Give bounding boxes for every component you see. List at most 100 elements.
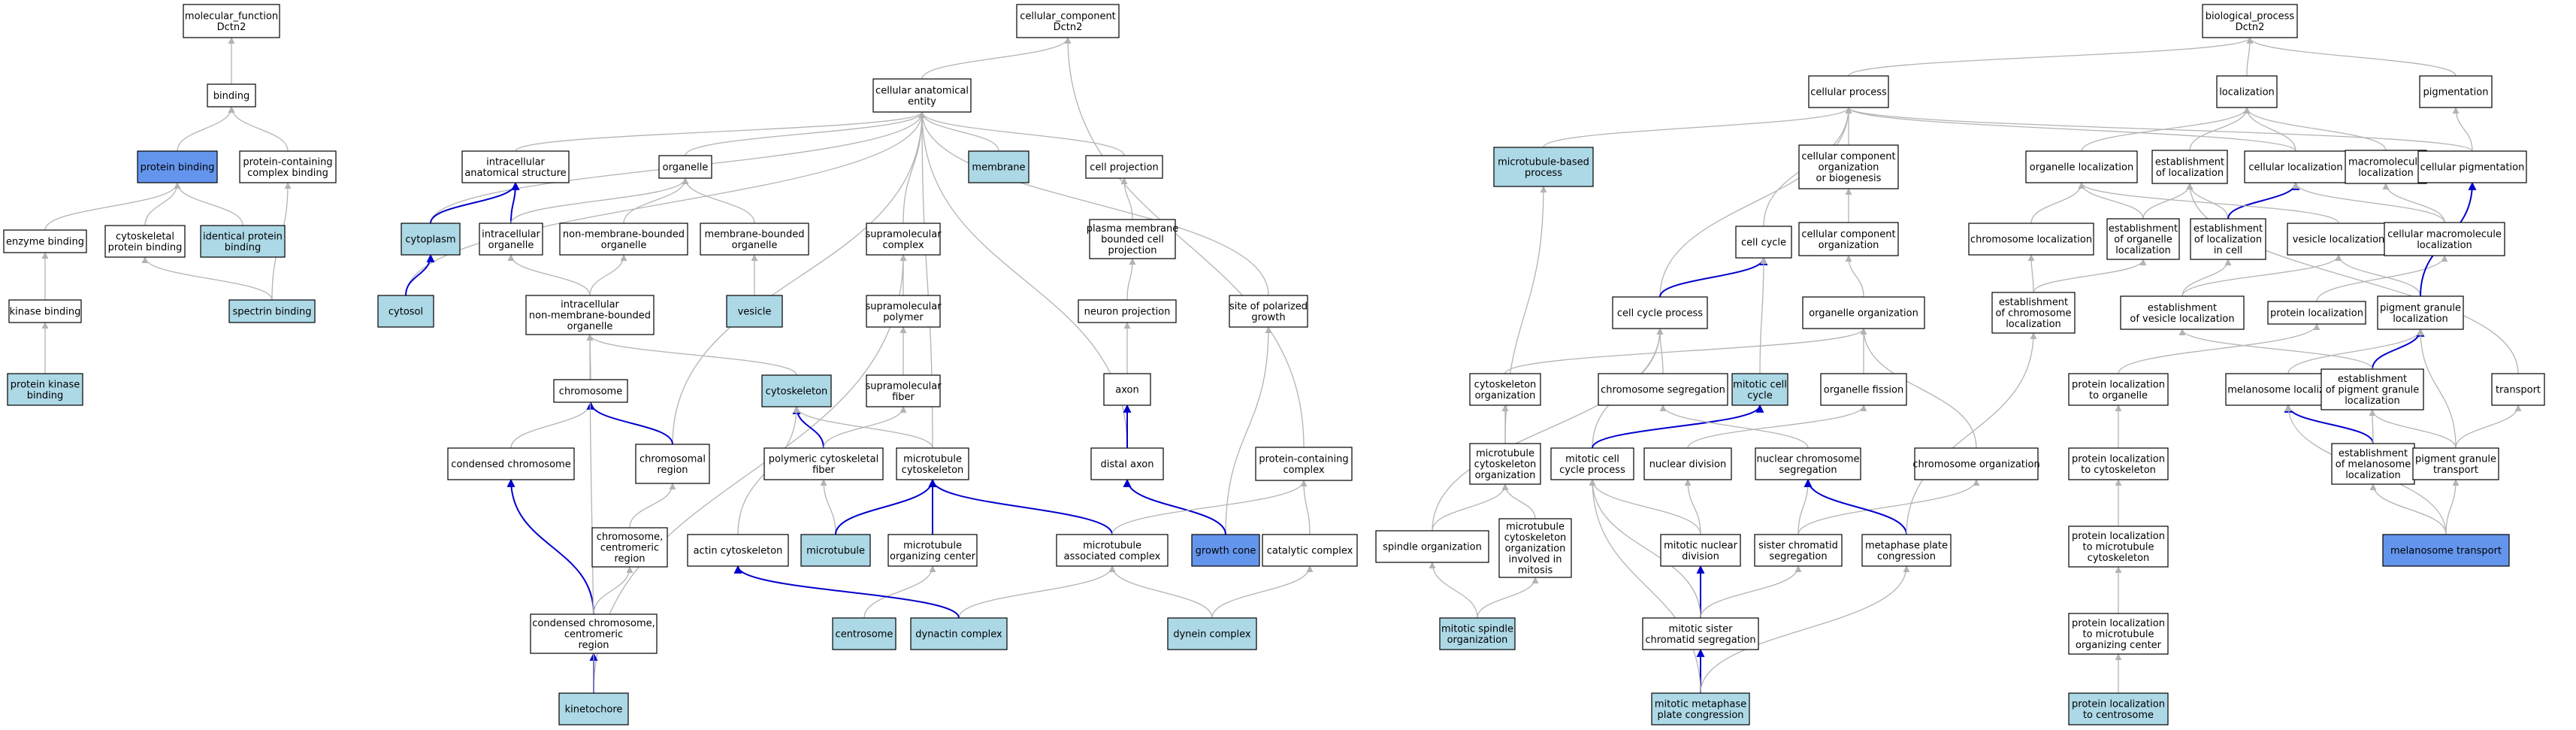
- node-vesicle-localization[interactable]: vesicle localization: [2287, 223, 2390, 256]
- node-cytoplasm[interactable]: cytoplasm: [401, 223, 461, 256]
- node-cytoskeleton[interactable]: cytoskeleton: [761, 374, 832, 407]
- node-organelle-fission[interactable]: organelle fission: [1820, 373, 1907, 406]
- node-cell-cycle[interactable]: cell cycle: [1735, 226, 1792, 259]
- node-pigmentation[interactable]: pigmentation: [2419, 75, 2493, 108]
- node-axon[interactable]: axon: [1103, 373, 1151, 406]
- node-microtubule[interactable]: microtubule: [800, 534, 871, 567]
- node-organelle[interactable]: organelle: [658, 155, 712, 179]
- node-kinetochore[interactable]: kinetochore: [558, 692, 629, 725]
- node-transport[interactable]: transport: [2491, 373, 2545, 406]
- node-mtco-mitosis[interactable]: microtubulecytoskeletonorganizationinvol…: [1498, 518, 1572, 578]
- node-protein-binding[interactable]: protein binding: [137, 150, 218, 183]
- node-vesicle[interactable]: vesicle: [726, 295, 783, 328]
- node-spindle-organization[interactable]: spindle organization: [1375, 530, 1489, 563]
- node-growth-cone[interactable]: growth cone: [1191, 534, 1260, 567]
- node-cellular-localization[interactable]: cellular localization: [2244, 150, 2348, 183]
- node-distal-axon[interactable]: distal axon: [1090, 447, 1164, 480]
- node-centrosome[interactable]: centrosome: [832, 617, 896, 650]
- node-chromosome-localization[interactable]: chromosome localization: [1968, 223, 2094, 256]
- node-binding[interactable]: binding: [207, 83, 256, 108]
- node-spectrin-binding[interactable]: spectrin binding: [228, 299, 316, 323]
- node-chromosome-organization[interactable]: chromosome organization: [1912, 447, 2040, 480]
- node-cellular-process[interactable]: cellular process: [1808, 75, 1889, 108]
- node-protein-localization[interactable]: protein localization: [2267, 301, 2366, 325]
- node-condensed-chromosome[interactable]: condensed chromosome: [447, 447, 575, 480]
- node-cytosol[interactable]: cytosol: [377, 295, 434, 328]
- node-cell-projection[interactable]: cell projection: [1085, 155, 1163, 179]
- node-catalytic-complex[interactable]: catalytic complex: [1262, 534, 1358, 567]
- node-membrane[interactable]: membrane: [968, 150, 1029, 183]
- node-dynein-complex[interactable]: dynein complex: [1167, 617, 1257, 650]
- node-melanosome-transport[interactable]: melanosome transport: [2382, 534, 2510, 567]
- node-cellular-pigmentation[interactable]: cellular pigmentation: [2417, 150, 2527, 183]
- node-intra-non-membrane-organelle[interactable]: intracellularnon-membrane-boundedorganel…: [525, 295, 655, 335]
- node-neuron-projection[interactable]: neuron projection: [1078, 299, 1177, 323]
- node-dynactin-complex[interactable]: dynactin complex: [910, 617, 1008, 650]
- node-localization[interactable]: localization: [2216, 75, 2278, 108]
- node-enzyme-binding[interactable]: enzyme binding: [3, 229, 87, 253]
- node-cell-cycle-process[interactable]: cell cycle process: [1612, 296, 1708, 329]
- node-actin-cytoskeleton[interactable]: actin cytoskeleton: [687, 534, 789, 567]
- node-organelle-localization[interactable]: organelle localization: [2025, 150, 2138, 183]
- node-chromosome-segregation[interactable]: chromosome segregation: [1598, 373, 1728, 406]
- node-kinase-binding[interactable]: kinase binding: [8, 299, 82, 323]
- node-nuclear-division[interactable]: nuclear division: [1643, 447, 1732, 480]
- node-chromosome[interactable]: chromosome: [553, 379, 628, 403]
- node-organelle-organization[interactable]: organelle organization: [1802, 296, 1925, 329]
